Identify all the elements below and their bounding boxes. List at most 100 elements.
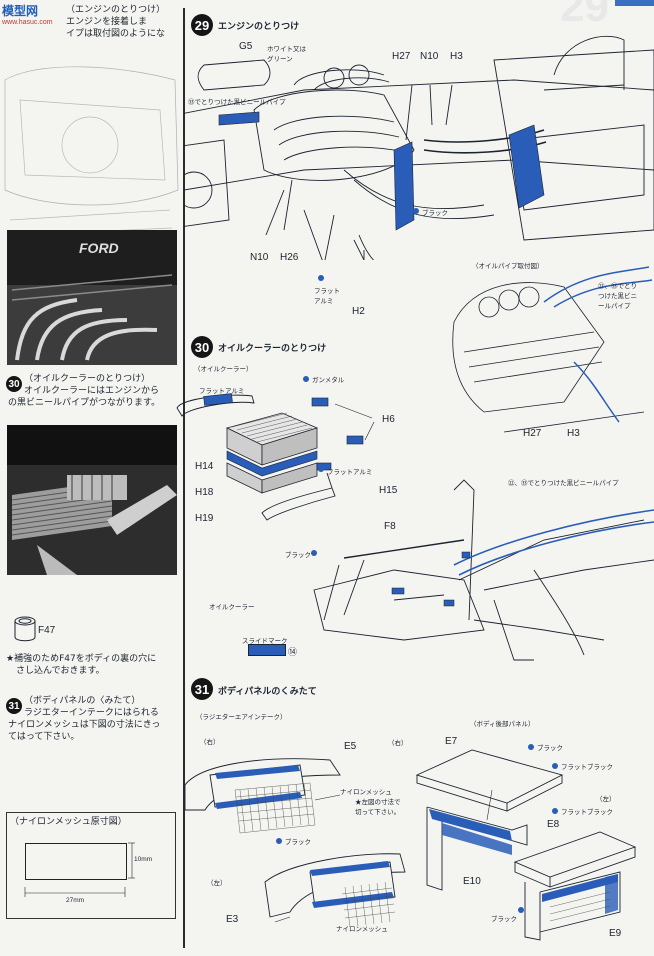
step31-left-title: （ボディパネルの〈みたて） xyxy=(24,696,141,706)
right-intake-drawing xyxy=(184,758,341,834)
label-e3: E3 xyxy=(226,914,239,925)
label-h27-inset: H27 xyxy=(523,428,542,439)
color-marker-black-rear xyxy=(528,744,534,750)
rear-panel-top-drawing xyxy=(415,749,564,891)
step29-title: エンジンのとりつけ xyxy=(218,22,300,32)
label-flat-aluminum-30: フラットアルミ xyxy=(199,388,245,395)
label-h15: H15 xyxy=(379,485,398,496)
engine-photo: FORD xyxy=(7,230,177,365)
label-h26: H26 xyxy=(280,252,299,263)
color-marker-flat-black xyxy=(552,763,558,769)
label-pipe-note-line: ㉒、㉝でとり xyxy=(598,283,637,290)
label-nylon-mesh: ナイロンメッシュ xyxy=(340,789,392,796)
intro-line: イプは取付図のようにな xyxy=(66,29,166,39)
label-h27: H27 xyxy=(392,51,411,62)
label-black-rear-2: ブラック xyxy=(491,916,517,923)
label-h18: H18 xyxy=(195,487,214,498)
color-marker-flat-29 xyxy=(318,275,324,281)
label-black-30: ブラック xyxy=(285,552,311,559)
label-mesh-note: ★左図の寸法で 切って下さい。 xyxy=(355,796,401,816)
label-pipe-note-line: つけた黒ビニ xyxy=(598,293,637,300)
step30-title: オイルクーラーのとりつけ xyxy=(218,344,327,354)
step31-left-line: てはって下さい。 xyxy=(8,732,80,742)
label-white-line: グリーン xyxy=(267,56,293,63)
color-marker-black-rear-2 xyxy=(518,907,524,913)
label-black-31: ブラック xyxy=(285,839,311,846)
f47-label: F47 xyxy=(38,625,56,636)
label-white-or-green: ホワイト又は グリーン xyxy=(267,43,306,63)
label-left-31: （左） xyxy=(207,880,227,887)
watermark-url: www.hasuc.com xyxy=(2,19,53,26)
step29-engine-drawing xyxy=(184,35,654,260)
mesh-frame xyxy=(6,812,176,919)
mesh-rect xyxy=(25,843,127,880)
label-flat-black-2: フラットブラック xyxy=(561,809,613,816)
label-flat-line: アルミ xyxy=(314,298,334,305)
watermark-name: 模型网 xyxy=(2,4,39,18)
corner-step-number: 29 xyxy=(560,0,609,31)
label-black-rear: ブラック xyxy=(537,745,563,752)
mesh-height: 10mm xyxy=(134,856,153,863)
color-marker-flat-aluminum-30 xyxy=(318,466,324,472)
label-oil-pipe-title: （オイルパイプ取付図） xyxy=(472,263,544,270)
label-black-29: ブラック xyxy=(422,210,448,217)
step30-small-badge: 30 xyxy=(6,376,22,392)
label-black-pipe-29: ㉝でとりつけた黒ビニールパイプ xyxy=(188,99,286,106)
step31-left-line: ラジエターインテークにはられる xyxy=(24,708,159,718)
f47-note: ★補強のためF47をボディの裏の穴に さし込んでおきます。 xyxy=(6,653,182,677)
mesh-title: （ナイロンメッシュ原寸図） xyxy=(10,817,127,827)
label-n10-lower: N10 xyxy=(250,252,269,263)
slide-mark-decal xyxy=(248,644,286,656)
label-right-rear: （右） xyxy=(388,740,408,747)
label-gunmetal: ガンメタル xyxy=(312,377,345,384)
color-marker-black-30 xyxy=(311,550,317,556)
label-nylon-mesh-2: ナイロンメッシュ xyxy=(336,926,388,933)
label-right-31: （右） xyxy=(200,739,220,746)
step31-left-line: ナイロンメッシュは下図の寸法にきっ xyxy=(8,720,161,730)
photo-engine-text: FORD xyxy=(79,240,119,256)
label-flat-aluminum-30b: フラットアルミ xyxy=(327,469,373,476)
label-h3: H3 xyxy=(450,51,463,62)
label-pipe-note-line: ールパイプ xyxy=(598,303,631,310)
label-radiator-intake: （ラジエターエアインテーク） xyxy=(196,714,287,721)
rear-panel-left-drawing xyxy=(513,831,637,941)
intro-text: （エンジンのとりつけ） エンジンを接着しま イプは取付図のようにな xyxy=(66,4,181,40)
step29-badge: 29 xyxy=(191,14,213,36)
label-h19: H19 xyxy=(195,513,214,524)
color-marker-black-29 xyxy=(413,208,419,214)
color-marker-black-31 xyxy=(276,838,282,844)
label-g5: G5 xyxy=(239,41,253,52)
oil-pipe-inset-drawing xyxy=(452,266,653,433)
step30-left-line: オイルクーラーにはエンジンから xyxy=(24,386,160,396)
step30-badge: 30 xyxy=(191,336,213,358)
left-intake-drawing xyxy=(264,853,406,928)
label-mesh-note-line: ★左図の寸法で xyxy=(355,799,401,806)
label-slide-code: ⑭ xyxy=(288,647,298,657)
mesh-dimension-lines xyxy=(24,842,135,897)
label-slide-mark: スライドマーク xyxy=(242,638,288,645)
step31-small-badge: 31 xyxy=(6,698,22,714)
top-right-strip xyxy=(615,0,654,6)
label-h2: H2 xyxy=(352,306,365,317)
label-white-line: ホワイト又は xyxy=(267,46,306,53)
label-mesh-note-line: 切って下さい。 xyxy=(355,809,401,816)
label-rear-panel: （ボディ後部パネル） xyxy=(470,721,535,728)
label-pipe-note-29: ㉒、㉝でとり つけた黒ビニ ールパイプ xyxy=(598,280,637,310)
color-marker-gunmetal xyxy=(303,376,309,382)
label-f8: F8 xyxy=(384,521,396,532)
label-n10: N10 xyxy=(420,51,439,62)
oil-cooler-chassis-drawing xyxy=(313,479,654,661)
mesh-width: 27mm xyxy=(66,897,85,904)
step31-left-text: （ボディパネルの〈みたて） ラジエターインテークにはられる ナイロンメッシュは下… xyxy=(8,695,180,743)
step30-left-text: （オイルクーラーのとりつけ） オイルクーラーにはエンジンから の黒ビニールパイプ… xyxy=(8,373,180,409)
label-e10: E10 xyxy=(463,876,481,887)
intro-line: （エンジンのとりつけ） xyxy=(66,5,166,15)
label-e9: E9 xyxy=(609,928,622,939)
f47-note-line: ★補強のためF47をボディの裏の穴に xyxy=(6,654,157,664)
color-marker-flat-black-2 xyxy=(552,808,558,814)
label-oil-cooler-header: （オイルクーラー） xyxy=(194,366,253,373)
label-flat-line: フラット xyxy=(314,288,340,295)
oil-cooler-exploded-drawing xyxy=(176,393,375,521)
column-divider xyxy=(183,8,185,948)
label-flat-aluminum-29: フラット アルミ xyxy=(314,285,340,305)
